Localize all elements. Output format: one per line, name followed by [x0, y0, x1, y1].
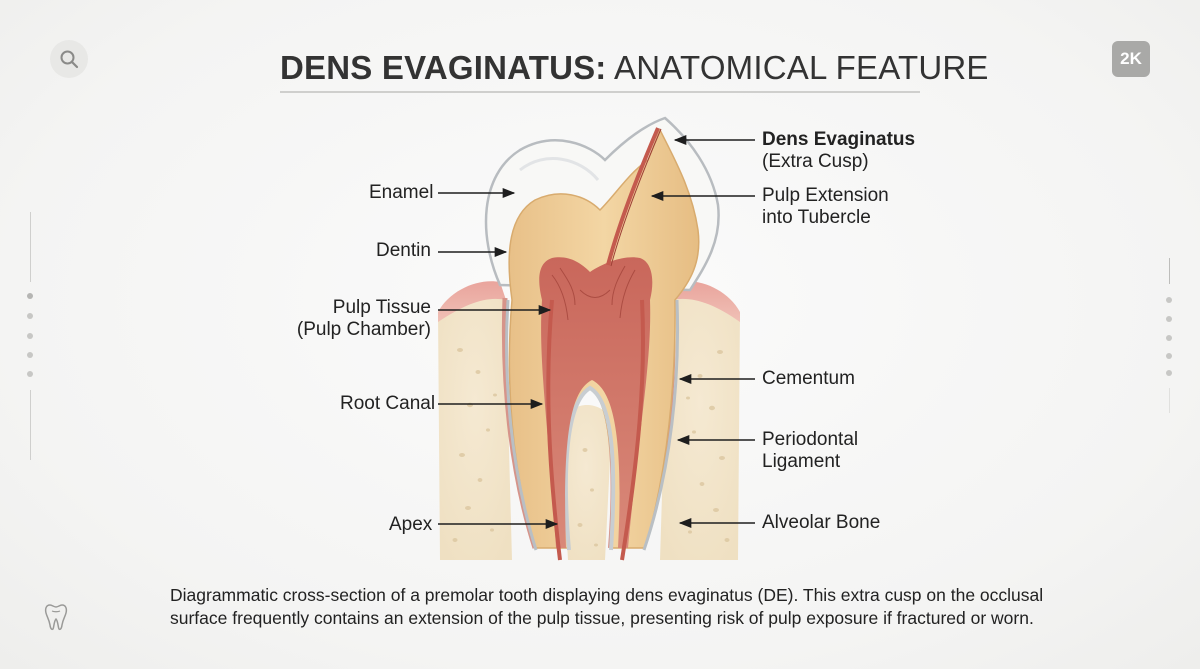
tooth-icon[interactable]: [44, 603, 68, 631]
right-nav-dot[interactable]: [1166, 316, 1172, 322]
right-nav-dot[interactable]: [1166, 370, 1172, 376]
diagram-caption: Diagrammatic cross-section of a premolar…: [170, 584, 1070, 630]
label-arrows: [438, 134, 755, 530]
left-nav-dot[interactable]: [27, 352, 33, 358]
dentin-label: Dentin: [376, 240, 431, 261]
right-side-line: [1169, 258, 1170, 284]
left-nav-dot[interactable]: [27, 293, 33, 299]
alveolar-bone-region: [438, 296, 740, 560]
caption-line2: surface frequently contains an extension…: [170, 608, 1034, 628]
root-canal-label: Root Canal: [340, 393, 436, 414]
gingiva: [438, 281, 740, 322]
left-nav-dot[interactable]: [27, 371, 33, 377]
right-nav-dot[interactable]: [1166, 297, 1172, 303]
pulp-extension: [606, 127, 662, 267]
left-nav-dot[interactable]: [27, 313, 33, 319]
search-button[interactable]: [50, 40, 88, 78]
left-side-line-bottom: [30, 390, 31, 460]
page-title: DENS EVAGINATUS: ANATOMICAL FEATURE: [280, 48, 988, 88]
pulp-tissue-line2: (Pulp Chamber): [296, 319, 431, 340]
apex-label: Apex: [389, 514, 433, 535]
title-bold-part: DENS EVAGINATUS:: [280, 49, 607, 86]
periodontal-ligament-label: Periodontal Ligament: [762, 429, 858, 473]
left-side-line-top: [30, 212, 31, 282]
dens-evaginatus-line1: Dens Evaginatus: [762, 129, 916, 150]
pulp-extension-line1: Pulp Extension: [762, 185, 889, 206]
left-nav-dot[interactable]: [27, 333, 33, 339]
enamel-label: Enamel: [369, 182, 434, 203]
search-icon: [60, 50, 79, 69]
pulp-tissue-line1: Pulp Tissue: [332, 297, 431, 318]
pulp-chamber: [539, 257, 653, 548]
right-side-line-bottom: [1169, 388, 1170, 413]
periodontal-line2: Ligament: [762, 451, 841, 472]
right-nav-dot[interactable]: [1166, 335, 1172, 341]
cementum-layer: [505, 299, 680, 551]
dens-evaginatus-line2: (Extra Cusp): [762, 151, 869, 172]
right-nav-dot[interactable]: [1166, 353, 1172, 359]
pulp-extension-line2: into Tubercle: [762, 207, 871, 228]
dens-evaginatus-label: Dens Evaginatus (Extra Cusp): [762, 129, 915, 173]
alveolar-bone-label: Alveolar Bone: [762, 512, 881, 533]
title-underline: [280, 91, 920, 93]
cementum-label: Cementum: [762, 368, 855, 389]
resolution-badge: 2K: [1112, 41, 1150, 77]
pulp-extension-label: Pulp Extension into Tubercle: [762, 185, 889, 229]
caption-line1: Diagrammatic cross-section of a premolar…: [170, 585, 1044, 605]
pulp-tissue-label: Pulp Tissue (Pulp Chamber): [296, 297, 431, 341]
title-rest-part: ANATOMICAL FEATURE: [606, 49, 989, 86]
periodontal-line1: Periodontal: [762, 429, 859, 450]
